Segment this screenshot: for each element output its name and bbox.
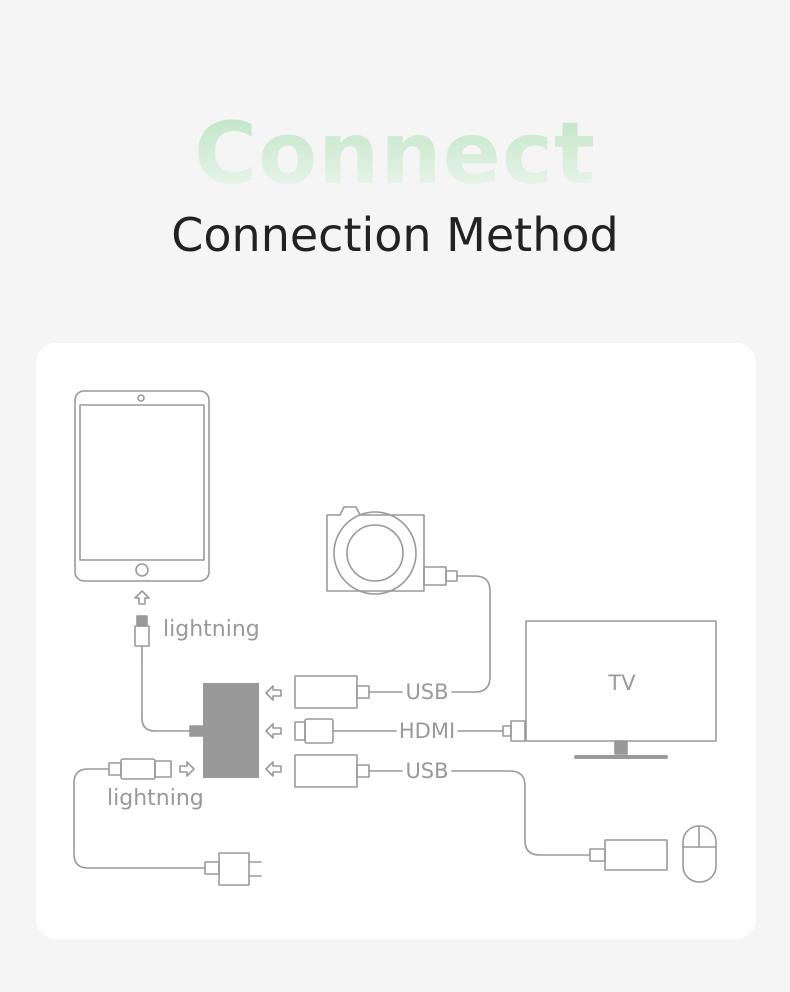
camera-icon — [326, 506, 458, 595]
page-title: Connection Method — [171, 208, 619, 262]
label-tv: TV — [607, 671, 636, 695]
label-hdmi: HDMI — [399, 719, 455, 743]
hdmi-plug-icon — [294, 718, 397, 744]
hero-word: Connect — [0, 104, 790, 204]
tv-icon — [525, 620, 717, 759]
charging-cable — [73, 768, 206, 869]
lightning-plug-icon — [108, 758, 172, 780]
arrow-up-icon — [134, 590, 150, 605]
usb-plug-icon — [294, 754, 403, 788]
arrow-left-icon — [265, 685, 282, 701]
usb-plug-icon — [294, 675, 403, 709]
lightning-cable — [141, 655, 191, 732]
arrow-left-icon — [265, 761, 282, 777]
charger-icon — [204, 852, 262, 886]
mouse-icon — [682, 825, 717, 883]
arrow-right-icon — [179, 761, 195, 777]
label-lightning-top: lightning — [163, 617, 260, 642]
arrow-left-icon — [265, 723, 282, 739]
usb-dongle-icon — [589, 839, 668, 871]
lightning-plug-icon — [134, 615, 150, 657]
label-usb-bottom: USB — [405, 759, 448, 783]
label-usb-top: USB — [405, 680, 448, 704]
label-lightning-bottom: lightning — [107, 786, 204, 811]
tablet-icon — [74, 390, 210, 582]
hub-icon — [203, 683, 259, 778]
